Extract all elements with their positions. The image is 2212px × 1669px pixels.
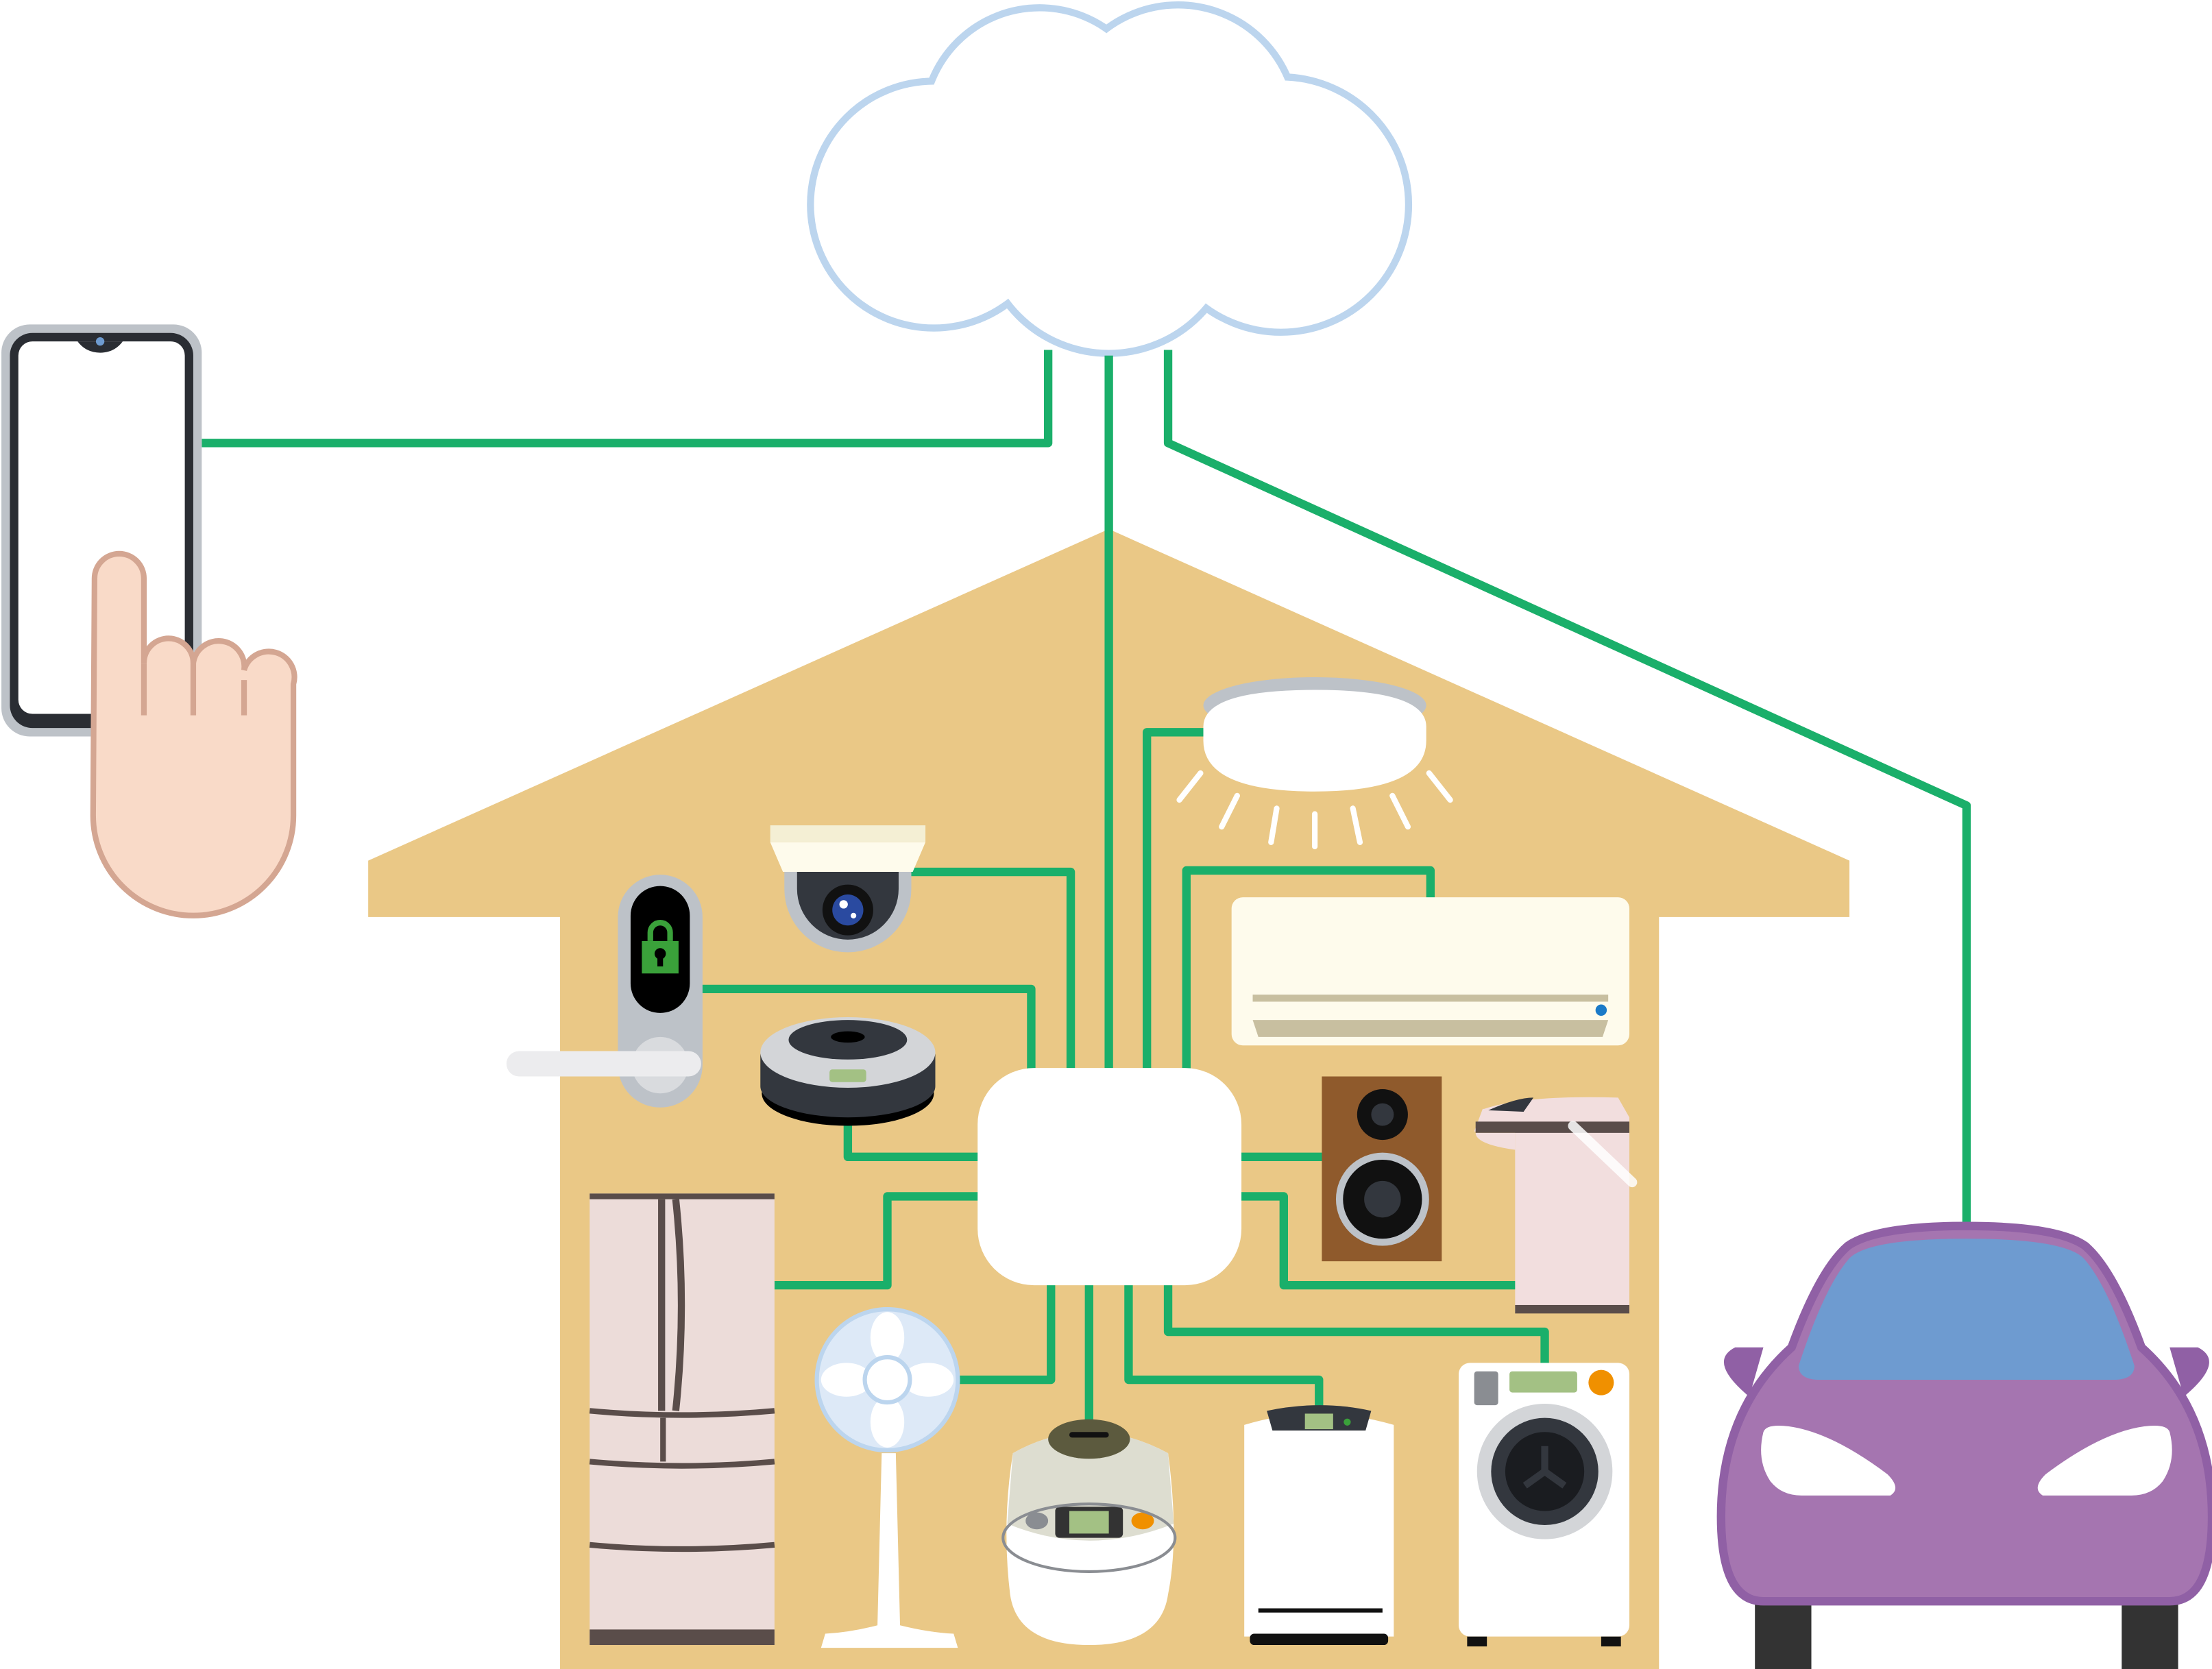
security-camera-icon — [770, 825, 926, 953]
car-icon — [1716, 1221, 2212, 1669]
electric-fan-icon — [814, 1307, 960, 1648]
hand-icon — [90, 550, 297, 918]
speaker-icon — [1322, 1076, 1442, 1262]
link-camera — [910, 867, 1075, 1073]
smart-hub — [977, 1068, 1242, 1286]
electric-pot-icon — [1474, 1097, 1638, 1314]
link-aircon — [1182, 866, 1435, 1073]
link-dehumidifier — [1124, 1280, 1324, 1411]
ceiling-light-icon — [1176, 677, 1453, 850]
link-phone — [202, 350, 1053, 448]
washing-machine-icon — [1459, 1363, 1630, 1647]
refrigerator-icon — [589, 1193, 775, 1646]
robot-vacuum-icon — [760, 1017, 936, 1126]
link-fan — [959, 1280, 1056, 1385]
link-lock — [701, 984, 1036, 1073]
link-water-heater — [1238, 1192, 1517, 1290]
link-car — [1163, 350, 1971, 1228]
link-light — [1143, 728, 1204, 1073]
rice-cooker-icon — [1001, 1419, 1177, 1646]
air-conditioner-icon — [1231, 897, 1630, 1046]
cloud-icon — [807, 1, 1413, 357]
smart-lock-icon — [506, 875, 703, 1108]
air-purifier-icon — [1244, 1405, 1394, 1646]
link-fridge — [774, 1192, 981, 1290]
link-washer — [1163, 1280, 1549, 1366]
link-robot — [843, 1121, 981, 1162]
connection-lines — [202, 350, 1971, 1428]
